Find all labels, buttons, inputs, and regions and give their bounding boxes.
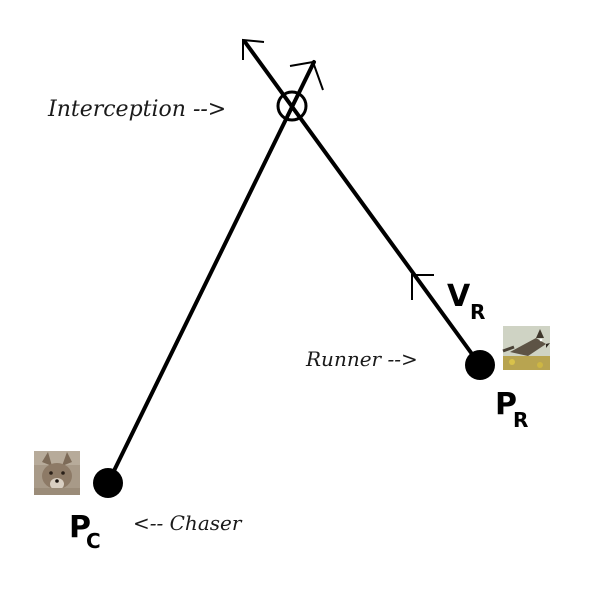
interception-label: Interception --> bbox=[47, 97, 226, 122]
velocity-label-main: V bbox=[447, 279, 471, 314]
runner-position-label-sub: R bbox=[513, 408, 528, 432]
coyote-photo-icon bbox=[34, 451, 80, 495]
chaser-point bbox=[93, 468, 123, 498]
velocity-label-sub: R bbox=[470, 300, 485, 324]
chaser-path-arrowhead bbox=[289, 60, 324, 91]
chaser-path-line bbox=[106, 60, 316, 485]
roadrunner-photo-icon bbox=[502, 326, 550, 370]
chaser-label: <-- Chaser bbox=[133, 511, 243, 535]
runner-position-label-main: P bbox=[495, 387, 517, 422]
interception-marker bbox=[276, 90, 308, 122]
runner-point bbox=[465, 350, 495, 380]
chaser-position-label-main: P bbox=[69, 510, 91, 545]
chaser-position-label-sub: C bbox=[86, 529, 101, 553]
velocity-arrow-tick bbox=[411, 274, 434, 300]
runner-path-line bbox=[243, 40, 482, 367]
runner-path-arrowhead bbox=[242, 38, 265, 60]
runner-label: Runner --> bbox=[305, 347, 418, 371]
